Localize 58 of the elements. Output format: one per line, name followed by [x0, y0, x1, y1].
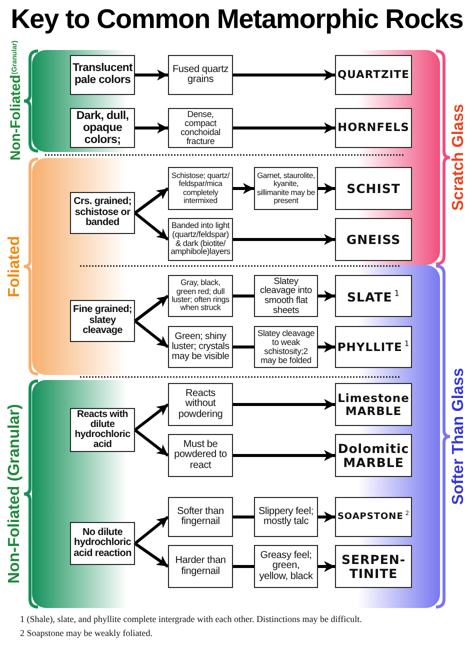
property-box: Must be powdered to react [168, 434, 233, 477]
group-label: Softer Than Glass [451, 368, 467, 505]
arrow [134, 294, 169, 322]
rock-name-box: PHYLLITE$^{1}$ [335, 326, 412, 368]
arrow [318, 512, 335, 522]
group-label: Non-Foliated [8, 75, 22, 161]
rock-name-box: GNEISS [335, 218, 412, 261]
property-box: Green; shiny luster; crystals may be visible [168, 326, 233, 368]
arrow [135, 70, 168, 80]
property-box: Softer than fingernail [168, 497, 233, 537]
group-label: Non-Foliated (Granular) [7, 404, 23, 584]
property-box: Banded into light (quartz/feldspar) & dark (biotite/ amphibole)layers [168, 218, 233, 261]
property-box: Slippery feel; mostly talc [254, 497, 318, 537]
arrow [233, 122, 335, 134]
property-box: Dense, compact conchoidal fracture [168, 108, 233, 148]
property-box: Harder than fingernail [168, 545, 233, 588]
arrow [135, 122, 168, 134]
property-box: Greasy feel; green, yellow, black [254, 545, 318, 588]
arrow [233, 450, 335, 461]
rock-name-box: QUARTZITE [335, 55, 412, 95]
rock-name-box: SLATE$^{1}$ [335, 275, 412, 317]
rock-name-box: Limestone MARBLE [335, 383, 412, 426]
arrow [134, 187, 169, 214]
arrow [318, 183, 335, 194]
property-box: Slatey cleavage into smooth flat sheets [254, 275, 318, 317]
property-box: Fused quartz grains [168, 55, 233, 95]
group-label: Foliated [7, 236, 23, 298]
rock-name-box: SOAPSTONE$^{2}$ [335, 497, 412, 537]
decision-box: Dark, dull, opaque colors; [70, 108, 135, 148]
footnote: 1 (Shale), slate, and phyllite complete intergrade with each other. Distinctions may be difficult. [20, 614, 362, 624]
group-label: Scratch Glass [451, 104, 467, 211]
rock-name-box: HORNFELS [335, 108, 412, 148]
arrow [134, 516, 169, 545]
arrow [134, 428, 169, 457]
property-box: Slatey cleavage to weak schistosity;2 may be folded [254, 326, 318, 368]
arrow [134, 212, 169, 241]
footnote: 2 Soapstone may be weakly foliated. [20, 628, 152, 638]
rock-name-box: Dolomitic MARBLE [335, 434, 412, 477]
arrow [134, 542, 169, 568]
arrow [134, 403, 169, 432]
decision-box: Fine grained; slatey cleavage [70, 300, 135, 342]
decision-box: Crs. grained; schistose or banded [70, 192, 135, 234]
property-box: Gray, black, green red; dull luster; often rings when struck [168, 275, 233, 317]
arrow [233, 183, 254, 194]
property-box: Reacts without powdering [168, 383, 233, 426]
rock-name-box: SERPEN- TINITE [335, 545, 412, 588]
decision-box: Translucent pale colors [70, 55, 135, 95]
decision-box: Reacts with dilute hydrochloric acid [70, 408, 135, 452]
arrow [134, 320, 169, 348]
arrow [318, 290, 335, 302]
arrow [318, 561, 335, 572]
arrow [233, 399, 335, 410]
decision-box: No dilute hydrochloric acid reaction [70, 522, 135, 565]
title: Key to Common Metamorphic Rocks [10, 4, 464, 35]
arrow [233, 234, 335, 245]
arrow [318, 342, 335, 352]
arrow [233, 70, 335, 80]
rock-name-box: SCHIST [335, 167, 412, 210]
